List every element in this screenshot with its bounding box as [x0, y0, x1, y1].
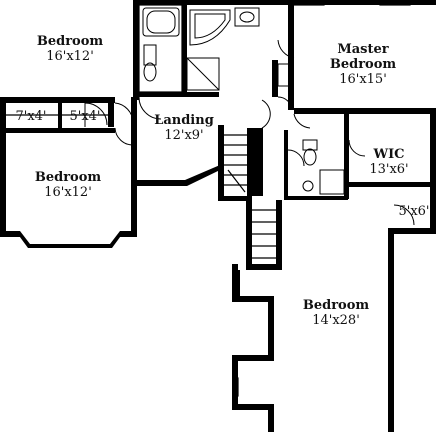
- room-name: Bedroom: [37, 34, 104, 49]
- staircase: [224, 134, 276, 259]
- room-name: Bedroom: [303, 298, 370, 313]
- room-name: 5'x6': [398, 204, 429, 219]
- doors: [84, 39, 415, 226]
- room-size: 13'x6': [369, 162, 408, 177]
- room-name: Bedroom: [35, 170, 102, 185]
- room-name: Landing: [154, 113, 214, 128]
- room-name: 7'x4': [15, 109, 46, 124]
- room-size: 14'x28': [312, 313, 360, 328]
- room-size: 16'x15': [339, 72, 387, 87]
- room-name: 5'x4': [69, 109, 100, 124]
- room-name: WIC: [372, 147, 404, 162]
- bath-fixtures: [142, 7, 345, 195]
- room-size: 16'x12': [46, 49, 94, 64]
- room-size: 16'x12': [44, 185, 92, 200]
- room-name: Bedroom: [330, 57, 397, 72]
- room-name: Master: [337, 42, 388, 57]
- room-labels: Bedroom 16'x12' 7'x4' 5'x4' Bedroom 16'x…: [15, 34, 429, 328]
- room-size: 12'x9': [164, 128, 203, 143]
